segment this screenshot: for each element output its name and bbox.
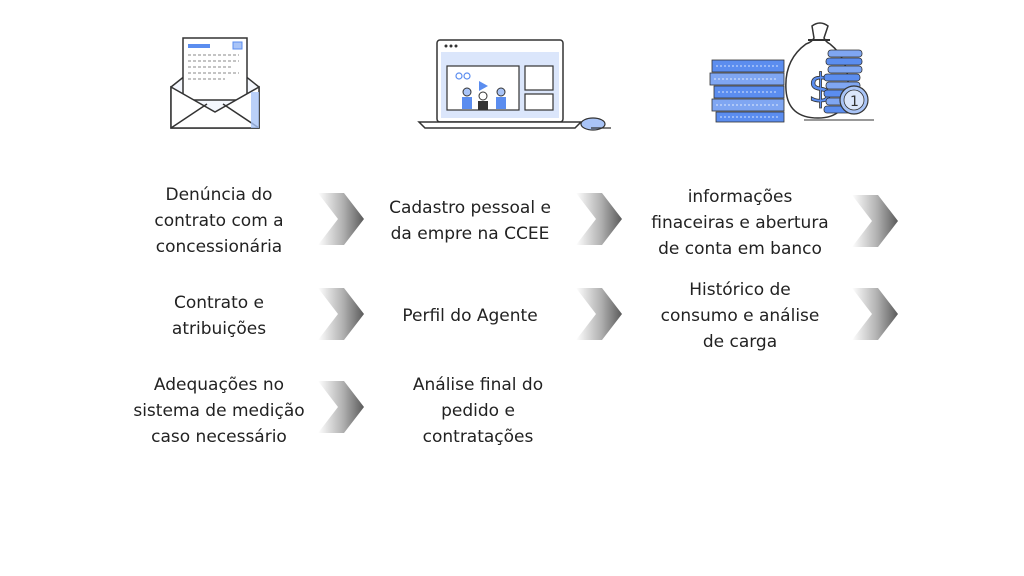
step-cadastro-ccee: Cadastro pessoal e da empre na CCEE [389, 198, 551, 244]
chevron-right-icon [852, 195, 898, 247]
envelope-illustration [165, 32, 265, 132]
step-analise-final: Análise final do pedido e contratações [412, 375, 544, 447]
chevron-right-icon [576, 288, 622, 340]
step-contrato-atribuicoes: Contrato e atribuições [171, 293, 267, 339]
envelope-letter-icon [170, 37, 260, 129]
chevron-right-icon [576, 193, 622, 245]
chevron-right-icon [318, 288, 364, 340]
step-informacoes-financeiras: informações finaceiras e abertura de con… [651, 187, 829, 259]
step-perfil-agente: Perfil do Agente [402, 306, 538, 326]
money-illustration: $ 1 [708, 20, 878, 124]
chevron-right-icon [318, 381, 364, 433]
chevron-right-icon [318, 193, 364, 245]
laptop-video-meeting-icon [417, 39, 611, 131]
laptop-illustration [415, 36, 615, 132]
step-adequacoes-medicao: Adequações no sistema de medição caso ne… [133, 375, 305, 447]
step-historico-consumo: Histórico de consumo e análise de carga [660, 280, 820, 352]
chevron-right-icon [852, 288, 898, 340]
step-denuncia-contrato: Denúncia do contrato com a concessionári… [154, 185, 284, 257]
money-bag-coins-icon: $ 1 [709, 22, 874, 123]
svg-text:1: 1 [850, 94, 859, 110]
